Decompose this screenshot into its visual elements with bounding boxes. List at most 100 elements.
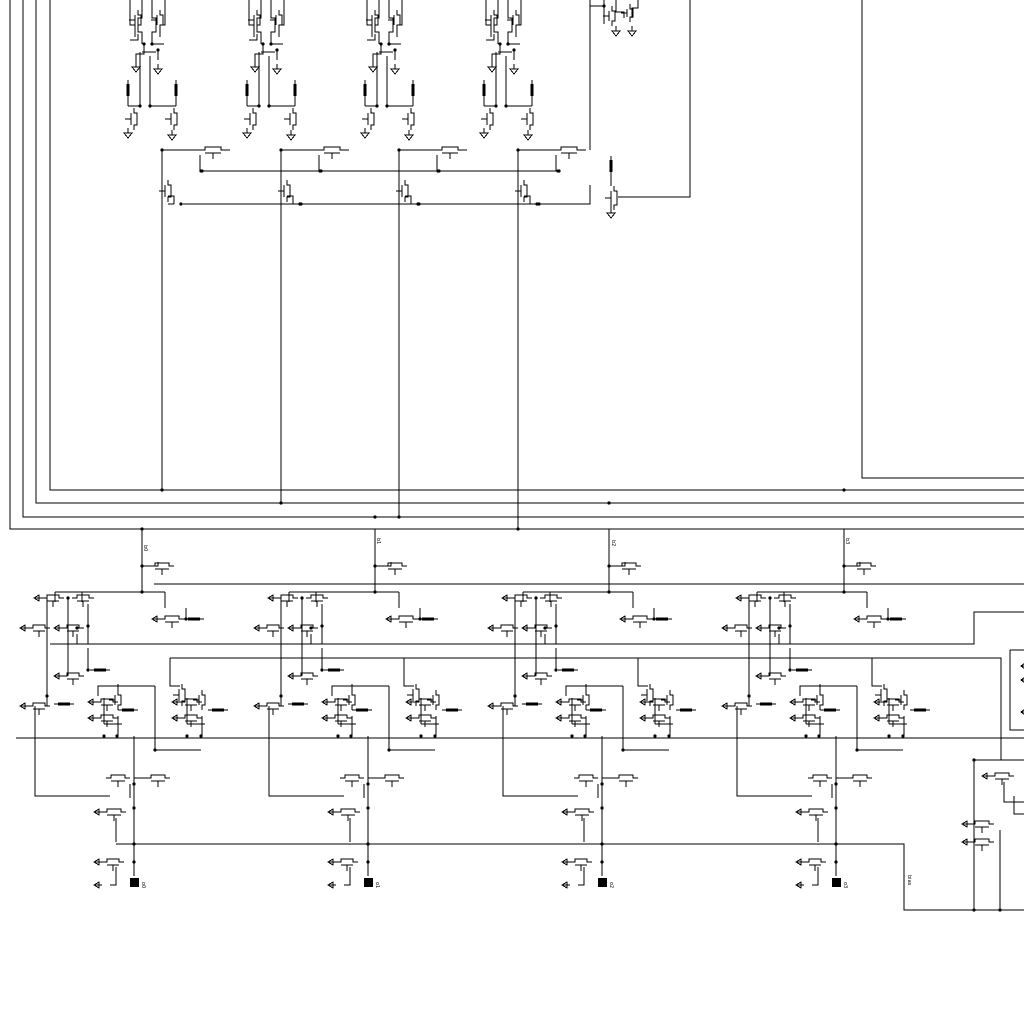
terminal-arrow (171, 714, 180, 722)
junction-dot (267, 104, 271, 108)
junction-dot (652, 617, 656, 621)
transistor-symbol (380, 774, 404, 787)
terminal-arrow (253, 624, 262, 632)
transistor-symbol (296, 624, 318, 637)
wire (363, 736, 380, 844)
transistor-symbol (437, 146, 463, 159)
transistor-symbol (306, 594, 328, 607)
transistor-symbol (507, 10, 520, 30)
wire (769, 622, 791, 676)
resistor-symbol (363, 84, 367, 96)
transistor-symbol (396, 180, 409, 202)
junction-dot (132, 806, 136, 810)
junction-dot (600, 806, 604, 810)
junction-dot (834, 782, 838, 786)
transistor-symbol (530, 624, 552, 637)
net-label-b2: b2 (610, 540, 616, 546)
resistor-symbol (824, 708, 836, 712)
junction-dot (436, 169, 440, 173)
junction-dot (886, 617, 890, 621)
transistor-symbol (284, 108, 297, 130)
net-label-b1: b1 (375, 538, 381, 544)
junction-dot (349, 734, 353, 738)
transistor-symbol (774, 594, 796, 607)
junction-dot (375, 104, 379, 108)
transistor-symbol (330, 698, 352, 711)
transistor-symbol (730, 624, 752, 637)
junction-dot (86, 668, 90, 672)
junction-dot (788, 624, 792, 628)
terminal-arrow (561, 808, 570, 816)
terminal-arrow (267, 594, 276, 602)
transistor-symbol (808, 774, 832, 787)
transistor-symbol (72, 594, 94, 607)
terminal-arrow (405, 714, 414, 722)
transistor-symbol (556, 146, 582, 159)
transistor-symbol (427, 690, 440, 710)
output-pad (130, 878, 139, 887)
junction-dot (600, 782, 604, 786)
wire (403, 657, 422, 687)
terminal-arrow (555, 714, 564, 722)
wire (597, 736, 614, 844)
transistor-symbol (165, 108, 178, 130)
transistor-symbol (798, 698, 820, 711)
ground-symbol (166, 130, 178, 141)
ground-symbol (249, 62, 261, 73)
junction-dot (788, 668, 792, 672)
transistor-symbol (319, 146, 345, 159)
wire (127, 52, 177, 107)
transistor-symbol (336, 858, 358, 871)
terminal-arrow (639, 714, 648, 722)
transistor-symbol (383, 562, 407, 575)
wire (416, 608, 421, 620)
transistor-symbol (990, 772, 1014, 785)
resistor-symbol (680, 708, 692, 712)
transistor-symbol (159, 180, 172, 202)
junction-dot (299, 202, 303, 206)
terminal-arrow (721, 702, 730, 710)
junction-dot (747, 694, 751, 698)
wire (374, 529, 392, 567)
bus-wire (9, 0, 1024, 530)
terminal-arrow (287, 624, 296, 632)
transistor-symbol (366, 10, 379, 30)
junction-dot (557, 169, 561, 173)
resistor-symbol (126, 84, 130, 96)
junction-dot (504, 104, 508, 108)
wire (281, 149, 349, 171)
junction-dot (516, 527, 520, 531)
transistor-symbol (96, 698, 118, 711)
output-pad (598, 878, 607, 887)
junction-dot (150, 42, 154, 46)
terminal-arrow (327, 881, 336, 889)
junction-dot (387, 748, 391, 752)
resistor-symbol (446, 708, 458, 712)
junction-dot (419, 734, 423, 738)
terminal-arrow (961, 838, 970, 846)
junction-dot (279, 501, 283, 505)
wire (337, 684, 356, 736)
pin-label-o3: o3 (842, 882, 848, 888)
transistor-symbol (862, 615, 886, 628)
wire (999, 782, 1024, 910)
wire (654, 698, 673, 736)
junction-dot (512, 48, 516, 52)
wire (367, 34, 401, 62)
transistor-symbol (605, 186, 618, 210)
transistor-symbol (109, 690, 122, 710)
terminal-arrow (561, 858, 570, 866)
bus-wire (618, 0, 691, 198)
terminal-arrow (87, 698, 96, 706)
junction-dot (583, 734, 587, 738)
ground-symbol (271, 64, 283, 75)
terminal-arrow (521, 624, 530, 632)
junction-dot (607, 564, 611, 568)
junction-dot (777, 626, 781, 630)
transistor-symbol (276, 594, 298, 607)
transistor-symbol (160, 615, 184, 628)
wire (769, 598, 791, 644)
wire (115, 808, 135, 842)
resistor-symbol (796, 668, 808, 672)
wire (116, 843, 1024, 911)
